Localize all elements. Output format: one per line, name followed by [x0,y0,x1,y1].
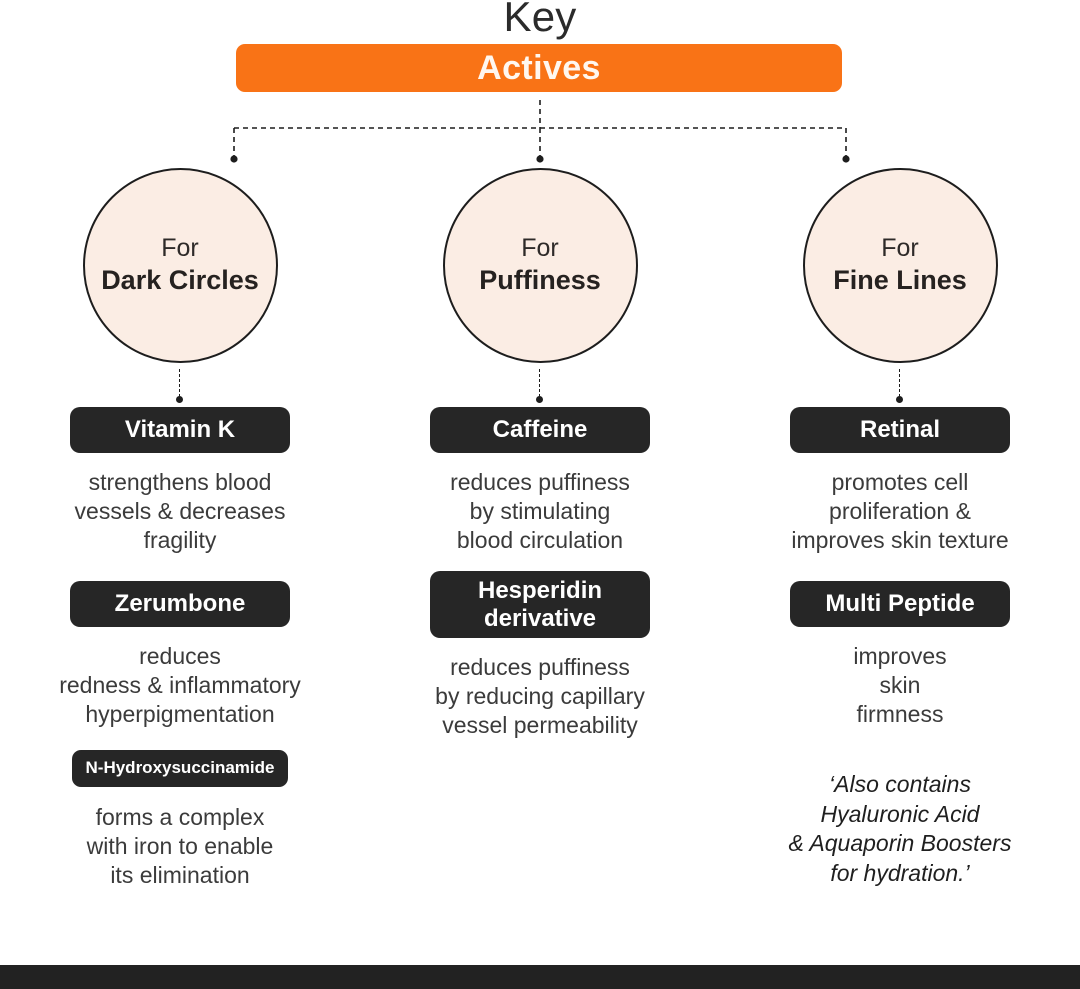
connector-tree [0,100,1080,170]
active-description: forms a complex with iron to enable its … [86,803,274,888]
actives-title: Actives [477,49,601,87]
active-description: promotes cell proliferation & improves s… [791,468,1009,553]
connector-dot-left [230,155,238,163]
header-eyebrow: Key [503,0,577,40]
active-pill[interactable]: N-Hydroxysuccinamide [71,750,289,787]
active-item-n-hydroxysuccinamide: N-Hydroxysuccinamide forms a complex wit… [71,750,289,889]
active-item-vitamin-k: Vitamin K strengthens blood vessels & de… [70,407,290,555]
active-pill[interactable]: Hesperidin derivative [430,570,650,639]
active-description: reduces puffiness by stimulating blood c… [450,468,630,553]
circle-dark-circles: For Dark Circles [82,168,278,363]
circle-title: Puffiness [479,265,601,296]
connector-svg [230,100,850,163]
actives-title-bar: Actives [236,44,842,92]
active-item-retinal: Retinal promotes cell proliferation & im… [790,407,1010,555]
active-item-hesperidin-derivative: Hesperidin derivative reduces puffiness … [430,570,650,741]
active-description: reduces puffiness by reducing capillary … [435,654,645,739]
active-pill[interactable]: Multi Peptide [790,580,1010,627]
active-description: improves skin firmness [853,642,947,727]
columns-container: For Dark Circles Vitamin K strengthens b… [0,168,1080,890]
circle-prefix: For [521,234,559,262]
circle-title: Dark Circles [101,265,259,296]
column-dark-circles: For Dark Circles Vitamin K strengthens b… [0,168,360,890]
active-item-multi-peptide: Multi Peptide improves skin firmness [790,580,1010,729]
circle-puffiness: For Puffiness [442,168,638,363]
connector-dot-right [842,155,850,163]
active-item-zerumbone: Zerumbone reduces redness & inflammatory… [59,580,301,729]
hydration-note: ‘Also contains Hyaluronic Acid & Aquapor… [788,771,1012,886]
active-pill[interactable]: Caffeine [430,407,650,453]
bottom-bar [0,965,1080,989]
header: Key Actives [0,0,1080,100]
column-fine-lines: For Fine Lines Retinal promotes cell pro… [720,168,1080,888]
circle-prefix: For [881,234,919,262]
active-pill[interactable]: Zerumbone [70,580,290,627]
circle-fine-lines: For Fine Lines [802,168,998,363]
active-pill[interactable]: Vitamin K [70,407,290,453]
arrow-down-icon [536,369,544,405]
active-description: reduces redness & inflammatory hyperpigm… [59,642,301,727]
active-item-caffeine: Caffeine reduces puffiness by stimulatin… [430,407,650,555]
arrow-down-icon [896,369,904,405]
active-pill[interactable]: Retinal [790,407,1010,453]
arrow-down-icon [176,369,184,405]
circle-title: Fine Lines [833,265,967,296]
active-description: strengthens blood vessels & decreases fr… [74,468,286,553]
column-puffiness: For Puffiness Caffeine reduces puffiness… [360,168,720,740]
circle-prefix: For [161,234,199,262]
connector-dot-middle [536,155,544,163]
